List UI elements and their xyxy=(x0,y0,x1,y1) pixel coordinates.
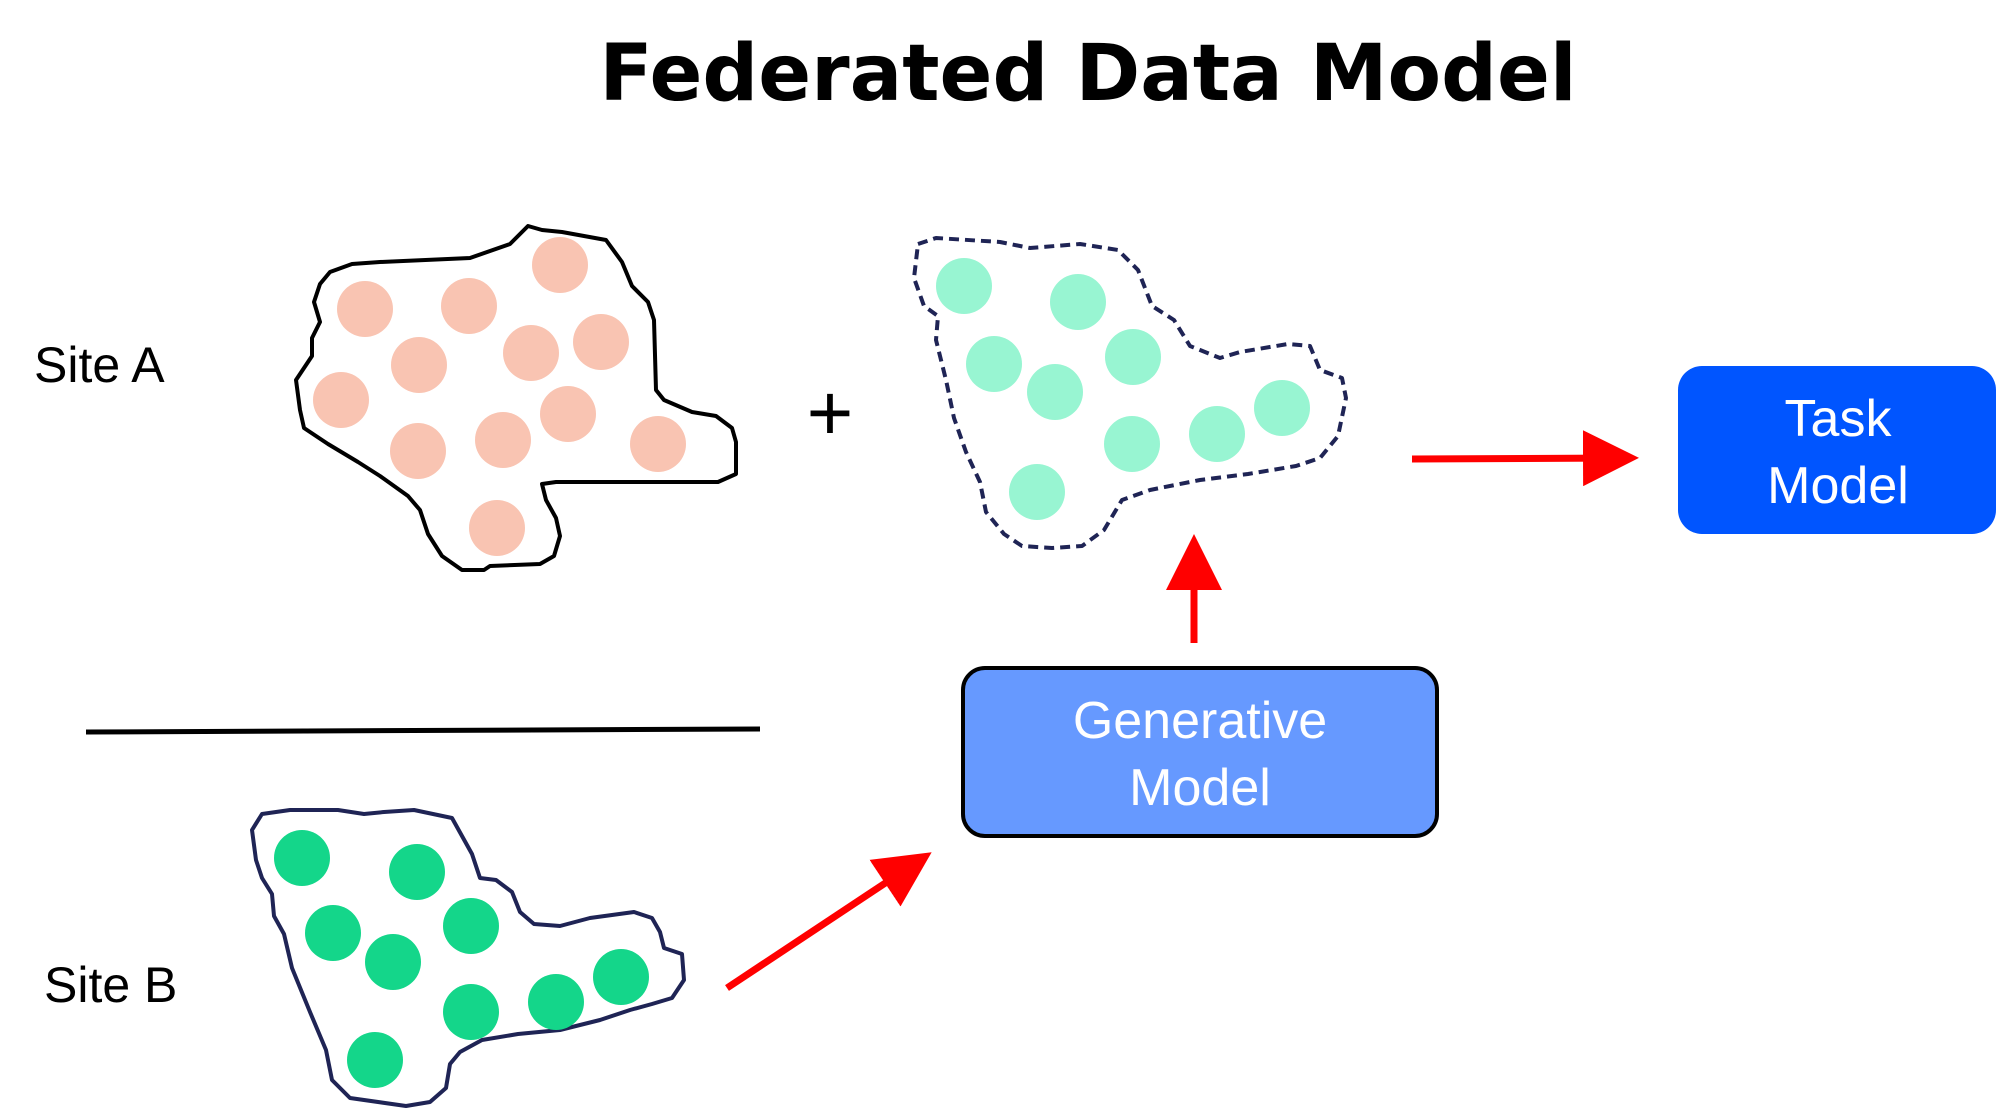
site-b-data-point xyxy=(528,974,584,1030)
plus-sign: + xyxy=(807,368,854,457)
synthetic-data-point xyxy=(966,336,1022,392)
site-a-data-point xyxy=(532,237,588,293)
site-a-data-blob xyxy=(294,224,738,572)
synthetic-data-point xyxy=(1254,380,1310,436)
task-model-label-line1: Task xyxy=(1785,390,1893,448)
task-model-label-line2: Model xyxy=(1767,457,1909,515)
site-b-data-point xyxy=(443,984,499,1040)
site-a-data-point xyxy=(540,386,596,442)
arrow-to-task-model xyxy=(1411,430,1639,487)
site-b-data-point xyxy=(443,898,499,954)
site-a-data-point xyxy=(390,423,446,479)
synthetic-data-point xyxy=(1104,416,1160,472)
arrow-site-b-to-generative xyxy=(725,852,932,991)
site-b-data-point xyxy=(347,1032,403,1088)
synthetic-data-point xyxy=(1027,364,1083,420)
site-a-data-point xyxy=(475,412,531,468)
task-model-box: Task Model xyxy=(1678,366,1996,534)
site-a-data-point xyxy=(630,416,686,472)
generative-model-label-line2: Model xyxy=(1129,759,1271,817)
synthetic-data-points xyxy=(936,258,1310,520)
site-a-data-point xyxy=(337,281,393,337)
synthetic-data-point xyxy=(1009,464,1065,520)
site-a-data-point xyxy=(391,337,447,393)
site-b-data-point xyxy=(365,934,421,990)
site-a-data-point xyxy=(573,314,629,370)
synthetic-data-point xyxy=(1050,274,1106,330)
site-separator-line xyxy=(85,726,761,735)
site-b-data-point xyxy=(274,830,330,886)
site-b-data-point xyxy=(593,949,649,1005)
synthetic-data-point xyxy=(1189,406,1245,462)
site-a-label: Site A xyxy=(34,337,165,393)
generative-model-box: Generative Model xyxy=(961,666,1439,838)
site-b-data-point xyxy=(305,905,361,961)
site-a-data-points xyxy=(313,237,686,556)
site-a-data-point xyxy=(313,372,369,428)
site-a-data-point xyxy=(441,278,497,334)
synthetic-data-point xyxy=(936,258,992,314)
diagram-title: Federated Data Model xyxy=(599,29,1576,119)
synthetic-data-point xyxy=(1105,329,1161,385)
site-b-label: Site B xyxy=(44,957,177,1013)
site-b-data-point xyxy=(389,844,445,900)
site-b-data-points xyxy=(274,830,649,1088)
synthetic-data-blob xyxy=(912,236,1348,550)
site-b-data-blob xyxy=(250,808,686,1108)
generative-model-label-line1: Generative xyxy=(1073,692,1327,750)
site-a-data-point xyxy=(503,325,559,381)
site-a-data-point xyxy=(469,500,525,556)
